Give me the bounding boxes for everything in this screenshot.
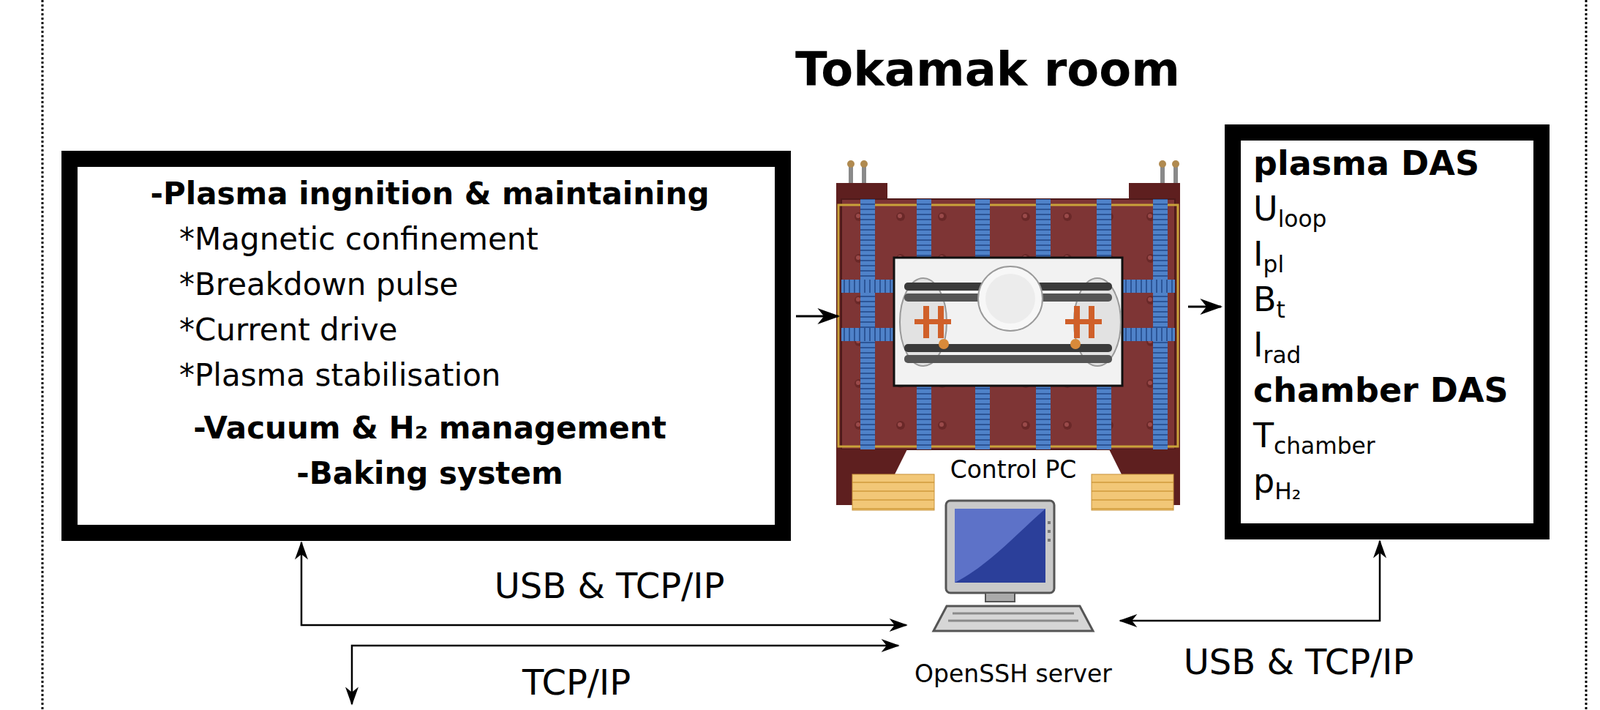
flow-arrow	[1188, 305, 1222, 309]
heading-text: plasma DAS	[1253, 140, 1527, 186]
heading-text: -Vacuum & H₂ management	[99, 405, 761, 451]
item-text: *Current drive	[99, 307, 761, 353]
das-box: plasma DASUloopIplBtIradchamber DASTcham…	[1224, 124, 1550, 540]
tokamak	[836, 160, 1181, 510]
item-text: Control PC	[950, 455, 1077, 485]
heading-text: -Plasma ingnition & maintaining	[99, 171, 761, 217]
flow-arrow	[795, 315, 839, 318]
computer-icon	[930, 498, 1096, 634]
link-label: TCP/IP	[517, 662, 636, 702]
room-title: Tokamak room	[795, 46, 1181, 93]
link-label: USB & TCP/IP	[490, 566, 730, 606]
item-text: *Breakdown pulse	[99, 261, 761, 308]
item-text: *Magnetic confinement	[99, 216, 761, 262]
signal-name: Tchamber	[1253, 412, 1527, 458]
item-text: *Plasma stabilisation	[99, 352, 761, 398]
control-box: -Plasma ingnition & maintaining*Magnetic…	[61, 150, 791, 541]
frame-line	[1585, 0, 1588, 710]
signal-name: Bt	[1253, 276, 1527, 322]
link-connector	[301, 542, 907, 625]
link-label: USB & TCP/IP	[1179, 642, 1419, 682]
frame-line	[41, 0, 44, 710]
signal-name: Irad	[1253, 321, 1527, 368]
signal-name: Uloop	[1253, 185, 1527, 232]
item-text: OpenSSH server	[914, 659, 1113, 689]
heading-text: -Baking system	[99, 450, 761, 497]
link-connector	[1120, 540, 1380, 621]
signal-name: Ipl	[1253, 231, 1527, 277]
network-wire	[351, 645, 899, 704]
computer-node: Control PC OpenSSH server	[908, 455, 1118, 689]
signal-name: pH₂	[1253, 457, 1527, 504]
heading-text: chamber DAS	[1253, 367, 1527, 413]
